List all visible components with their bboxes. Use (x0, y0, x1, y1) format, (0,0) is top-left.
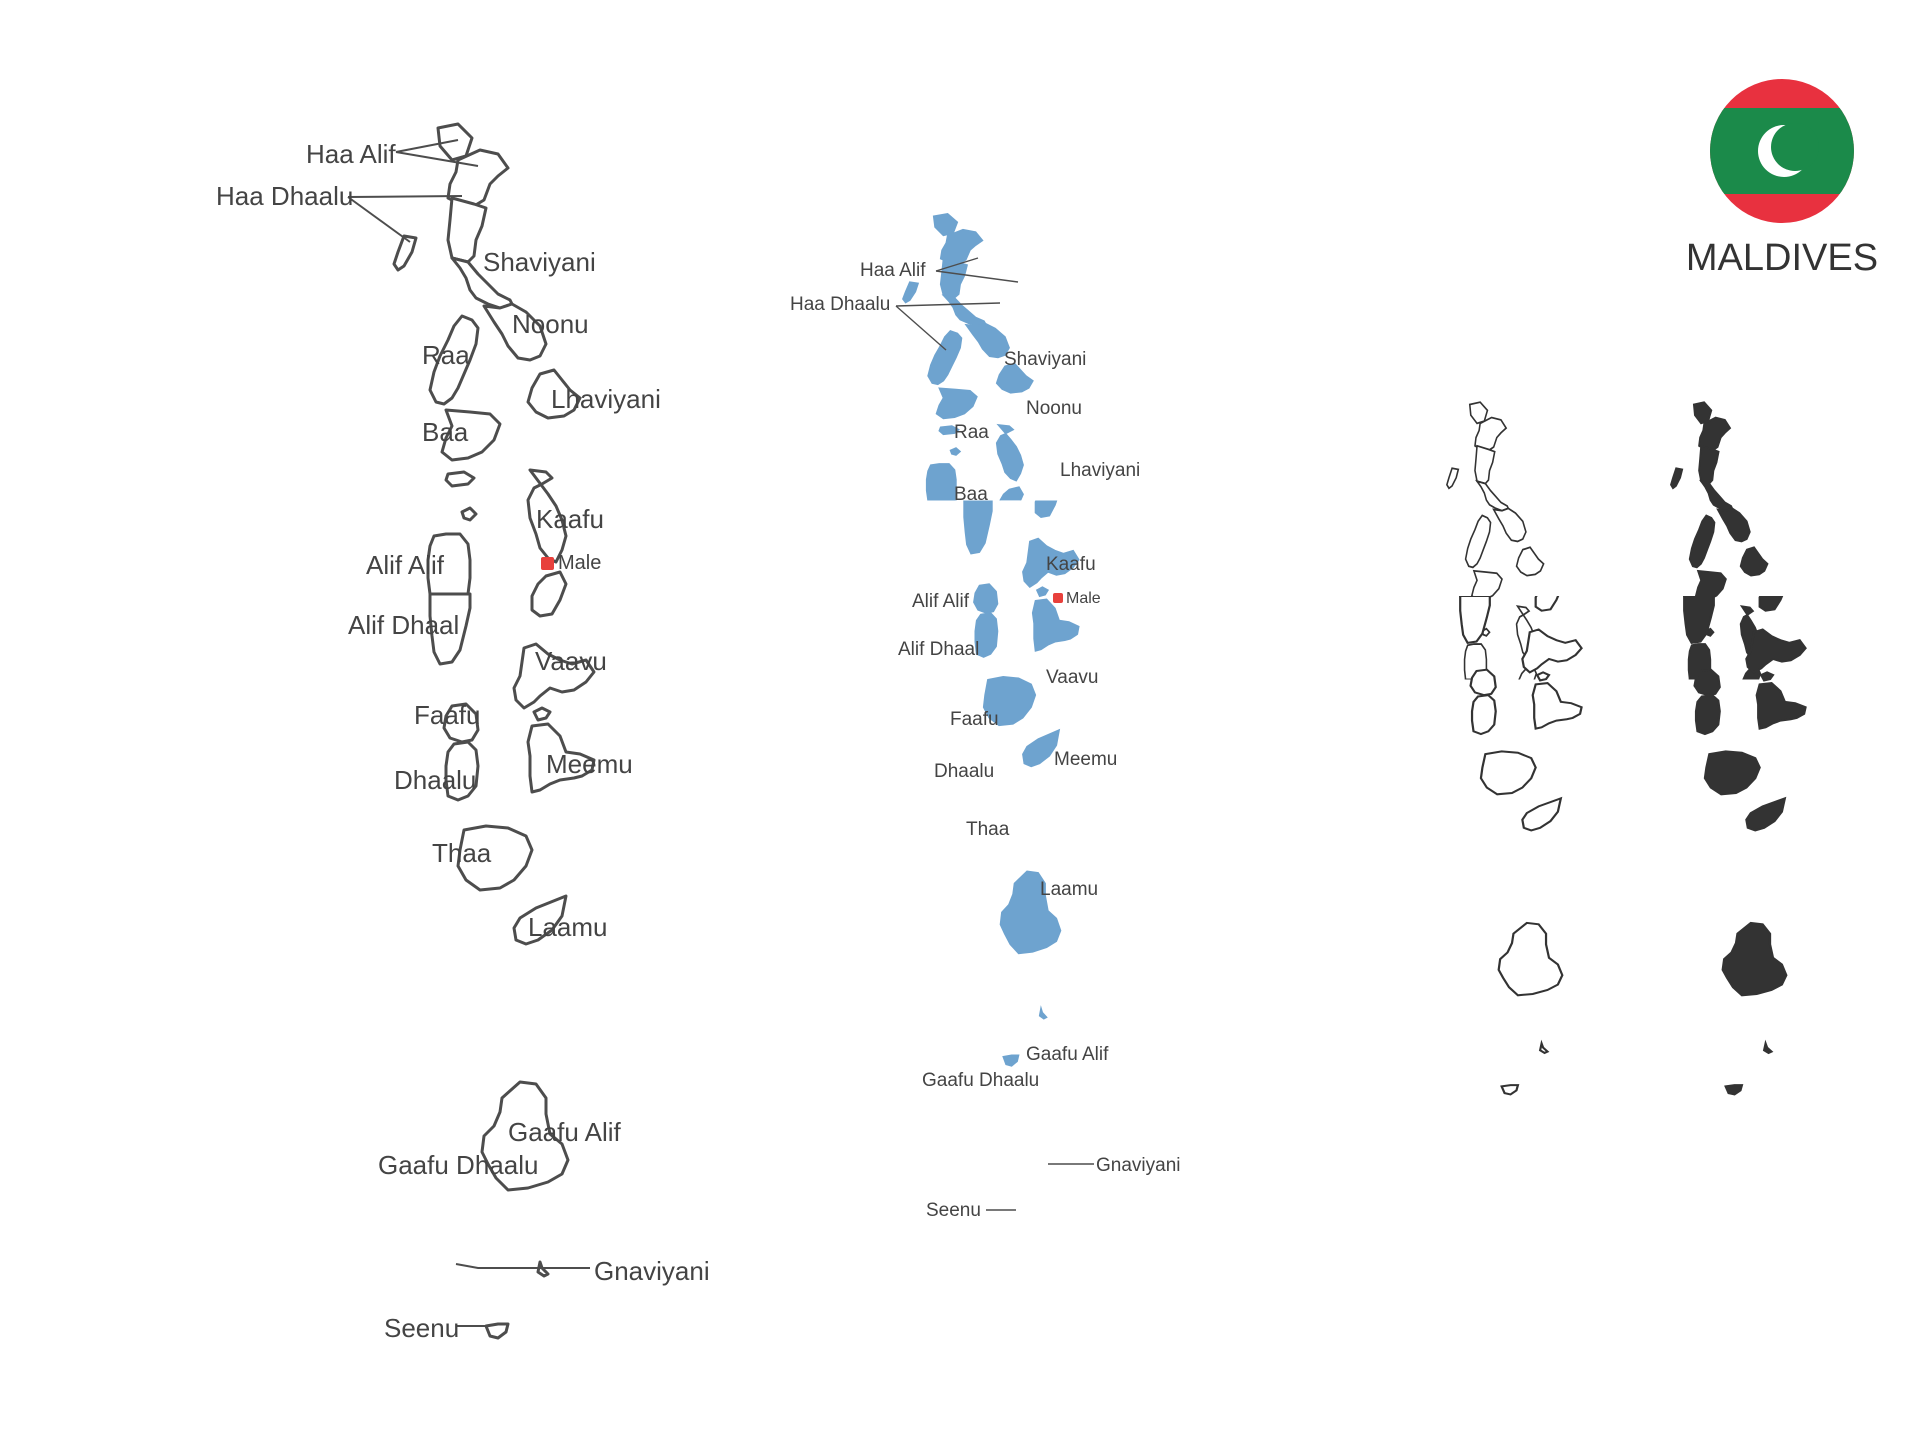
label-shaviyani: Shaviyani (1004, 349, 1086, 370)
label-vaavu: Vaavu (1046, 667, 1098, 688)
label-noonu: Noonu (512, 309, 589, 339)
atoll-shapes-thin-lower (1432, 595, 1583, 1096)
dark-filled-map (1656, 401, 1807, 1096)
region-labels-outline: Haa Alif Haa Dhaalu Shaviyani Noonu Raa … (216, 139, 710, 1343)
label-faafu: Faafu (414, 700, 481, 730)
label-dhaalu: Dhaalu (934, 761, 994, 782)
leader-lines (347, 139, 590, 1327)
label-alif-dhaal: Alif Dhaal (348, 610, 459, 640)
label-alif-alif: Alif Alif (366, 550, 445, 580)
label-haa-alif: Haa Alif (860, 260, 926, 281)
label-raa: Raa (954, 422, 989, 443)
label-laamu: Laamu (1040, 879, 1098, 900)
atoll-shapes-dark-lower (1656, 595, 1807, 1096)
blue-labeled-map: Haa Alif Haa Dhaalu Shaviyani Noonu Raa … (790, 212, 1181, 1221)
label-haa-dhaalu: Haa Dhaalu (790, 294, 890, 315)
label-gnaviyani: Gnaviyani (1096, 1155, 1181, 1176)
label-lhaviyani: Lhaviyani (1060, 460, 1140, 481)
map-title: MALDIVES (1686, 237, 1878, 279)
label-meemu: Meemu (1054, 749, 1117, 770)
label-kaafu: Kaafu (536, 504, 604, 534)
label-alif-dhaal: Alif Dhaal (898, 639, 979, 660)
label-noonu: Noonu (1026, 398, 1082, 419)
label-gaafu-alif: Gaafu Alif (1026, 1044, 1109, 1065)
label-seenu: Seenu (384, 1313, 459, 1343)
maldives-flag-icon (1710, 79, 1854, 223)
label-gnaviyani: Gnaviyani (594, 1256, 710, 1286)
label-faafu: Faafu (950, 709, 999, 730)
leader-lines-blue (895, 257, 1094, 1211)
capital-marker-blue (1053, 593, 1063, 603)
capital-marker (541, 557, 554, 570)
label-gaafu-dhaalu: Gaafu Dhaalu (922, 1070, 1039, 1091)
outline-labeled-map: Haa Alif Haa Dhaalu Shaviyani Noonu Raa … (216, 122, 710, 1343)
label-gaafu-dhaalu: Gaafu Dhaalu (378, 1150, 538, 1180)
label-raa: Raa (422, 340, 470, 370)
label-thaa: Thaa (432, 838, 492, 868)
thin-outline-map (1432, 401, 1583, 1096)
label-lhaviyani: Lhaviyani (551, 384, 661, 414)
label-male: Male (558, 552, 601, 574)
label-baa: Baa (422, 417, 469, 447)
label-baa: Baa (954, 484, 988, 505)
label-alif-alif: Alif Alif (912, 591, 970, 612)
label-meemu: Meemu (546, 749, 633, 779)
region-labels-blue: Haa Alif Haa Dhaalu Shaviyani Noonu Raa … (790, 260, 1181, 1221)
label-shaviyani: Shaviyani (483, 247, 596, 277)
label-gaafu-alif: Gaafu Alif (508, 1117, 622, 1147)
label-vaavu: Vaavu (535, 646, 607, 676)
label-haa-dhaalu: Haa Dhaalu (216, 181, 353, 211)
atoll-shapes-blue-upper (902, 212, 1044, 501)
label-male: Male (1066, 590, 1101, 607)
label-haa-alif: Haa Alif (306, 139, 396, 169)
label-kaafu: Kaafu (1046, 554, 1096, 575)
label-thaa: Thaa (966, 819, 1010, 840)
label-laamu: Laamu (528, 912, 608, 942)
label-seenu: Seenu (926, 1200, 981, 1221)
label-dhaalu: Dhaalu (394, 765, 476, 795)
